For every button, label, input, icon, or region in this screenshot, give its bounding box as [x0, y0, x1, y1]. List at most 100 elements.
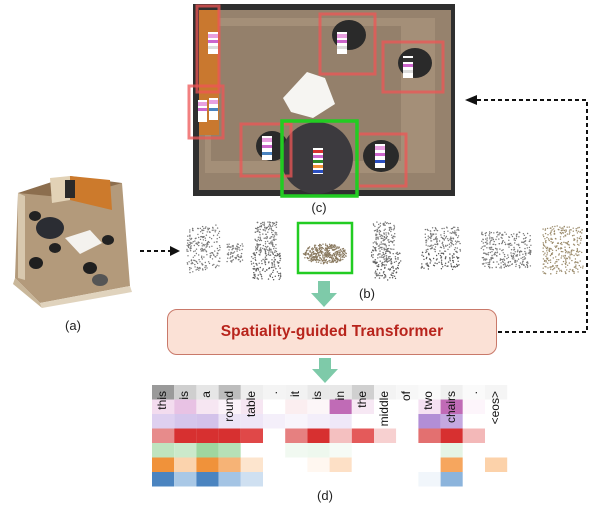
heatmap-cell: [196, 457, 219, 472]
heatmap-cell: [307, 414, 330, 429]
heatmap-cell: [263, 443, 286, 458]
token-label: a: [199, 391, 214, 398]
arrow-transformer-to-heatmap: [312, 358, 338, 383]
arrow-b-to-transformer: [311, 281, 337, 307]
heatmap-cell: [152, 443, 175, 458]
heatmap-cell: [396, 399, 419, 414]
heatmap-cell: [462, 428, 485, 443]
heatmap-cell: [263, 385, 286, 400]
token-label: is: [310, 391, 325, 400]
heatmap-cell: [152, 457, 175, 472]
heatmap-cell: [418, 428, 441, 443]
heatmap-cell: [329, 472, 352, 487]
heatmap-cell: [196, 414, 219, 429]
heatmap-cell: [196, 428, 219, 443]
heatmap-cell: [240, 472, 263, 487]
heatmap-cell: [240, 414, 263, 429]
heatmap-cell: [285, 414, 308, 429]
heatmap-cell: [307, 428, 330, 443]
heatmap-cell: [218, 472, 241, 487]
token-label: the: [354, 391, 369, 408]
token-label: .: [266, 391, 280, 395]
token-label: this: [155, 391, 169, 410]
caption-d: (d): [317, 488, 333, 503]
wall-points: [186, 224, 244, 274]
heatmap-cell: [440, 428, 463, 443]
token-label: chairs: [443, 391, 458, 424]
heatmap-cell: [396, 428, 419, 443]
selected-object-box: [296, 221, 354, 275]
token-label: it: [288, 391, 303, 397]
heatmap-cell: [374, 443, 397, 458]
heatmap-cell: [263, 472, 286, 487]
caption-c: (c): [311, 200, 327, 215]
bbox-chair-top: [318, 12, 377, 76]
heatmap-cell: [285, 443, 308, 458]
heatmap-cell: [462, 457, 485, 472]
heatmap-cell: [218, 385, 241, 400]
scene-a-render: [13, 176, 132, 308]
heatmap-cell: [462, 399, 485, 414]
chair-points: [250, 221, 282, 281]
heatmap-cell: [196, 472, 219, 487]
heatmap-cell: [196, 385, 219, 400]
heatmap-cell: [374, 385, 397, 400]
heatmap-cell: [485, 428, 508, 443]
heatmap-cell: [329, 443, 352, 458]
heatmap-cell: [440, 414, 463, 429]
heatmap-cell: [440, 385, 463, 400]
heatmap-cell: [263, 457, 286, 472]
bbox-cabinet-left: [187, 84, 225, 140]
heatmap-cell: [307, 443, 330, 458]
heatmap-cell: [174, 472, 197, 487]
heatmap-cell: [418, 472, 441, 487]
wall-points: [542, 225, 584, 275]
heatmap-cell: [351, 399, 374, 414]
heatmap-cell: [351, 472, 374, 487]
heatmap-cell: [351, 443, 374, 458]
heatmap-cell: [285, 385, 308, 400]
heatmap-cell: [240, 399, 263, 414]
chair-points: [370, 221, 402, 281]
token-label: .: [465, 391, 480, 395]
token-label: <eos>: [488, 391, 502, 425]
heatmap-cell: [240, 428, 263, 443]
sofa-points: [480, 231, 532, 269]
heatmap-cell: [396, 414, 419, 429]
bbox-wall-left: [195, 4, 221, 94]
heatmap-cell: [440, 457, 463, 472]
heatmap-cell: [196, 443, 219, 458]
heatmap-cell: [240, 457, 263, 472]
heatmap-cell: [263, 428, 286, 443]
heatmap-cell: [152, 428, 175, 443]
heatmap-cell: [485, 399, 508, 414]
heatmap-cell: [218, 399, 241, 414]
token-label: middle: [377, 391, 391, 427]
heatmap-cell: [329, 414, 352, 429]
heatmap-cell: [152, 472, 175, 487]
heatmap-cell: [351, 385, 374, 400]
heatmap-cell: [174, 399, 197, 414]
heatmap-cell: [374, 428, 397, 443]
heatmap-cell: [218, 457, 241, 472]
heatmap-cell: [440, 472, 463, 487]
heatmap-cell: [462, 443, 485, 458]
heatmap-cell: [485, 472, 508, 487]
token-label: two: [421, 391, 436, 410]
heatmap-cell: [285, 399, 308, 414]
scene-c-topdown: [187, 4, 455, 198]
heatmap-cell: [485, 385, 508, 400]
attention-heatmap: [152, 385, 508, 487]
heatmap-cell: [329, 428, 352, 443]
token-label: of: [399, 391, 414, 402]
heatmap-cell: [485, 443, 508, 458]
heatmap-cell: [329, 457, 352, 472]
heatmap-cell: [396, 443, 419, 458]
heatmap-cell: [418, 399, 441, 414]
heatmap-cell: [263, 399, 286, 414]
heatmap-cell: [240, 385, 263, 400]
heatmap-cell: [174, 457, 197, 472]
heatmap-cell: [462, 414, 485, 429]
object-point-clouds: [186, 221, 584, 281]
heatmap-cell: [218, 414, 241, 429]
